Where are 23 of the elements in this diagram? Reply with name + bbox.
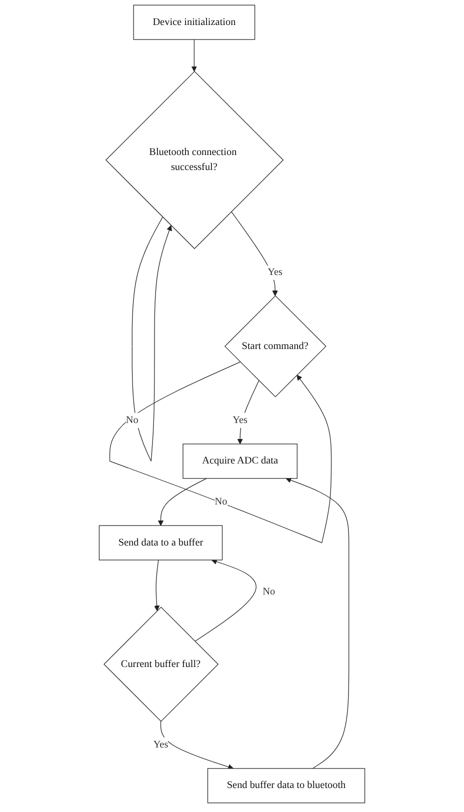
node-diamond: Current buffer full?: [104, 606, 219, 722]
arrow: [158, 478, 207, 526]
node-diamond: Start command?: [224, 295, 326, 398]
node-box: Acquire ADC data: [182, 444, 298, 479]
edge-label: No: [214, 496, 228, 508]
arrow: [231, 211, 278, 296]
edge-label: No: [262, 586, 276, 598]
arrow: [191, 39, 197, 72]
arrow: [237, 380, 260, 444]
node-box: Device initialization: [133, 4, 256, 40]
arrow: [109, 362, 332, 544]
arrow: [160, 720, 234, 770]
edge-label: Yes: [268, 266, 283, 278]
node-box: Send data to a buffer: [98, 525, 223, 560]
arrow: [286, 478, 350, 769]
arrow: [132, 216, 172, 462]
arrow: [154, 560, 160, 612]
edge-label: Yes: [153, 739, 168, 750]
edge-label: Yes: [232, 414, 248, 426]
node-box: Send buffer data to bluetooth: [207, 768, 366, 804]
edge-label: No: [126, 414, 138, 426]
arrow: [194, 558, 256, 642]
node-diamond: Bluetooth connection successful?: [105, 70, 284, 250]
